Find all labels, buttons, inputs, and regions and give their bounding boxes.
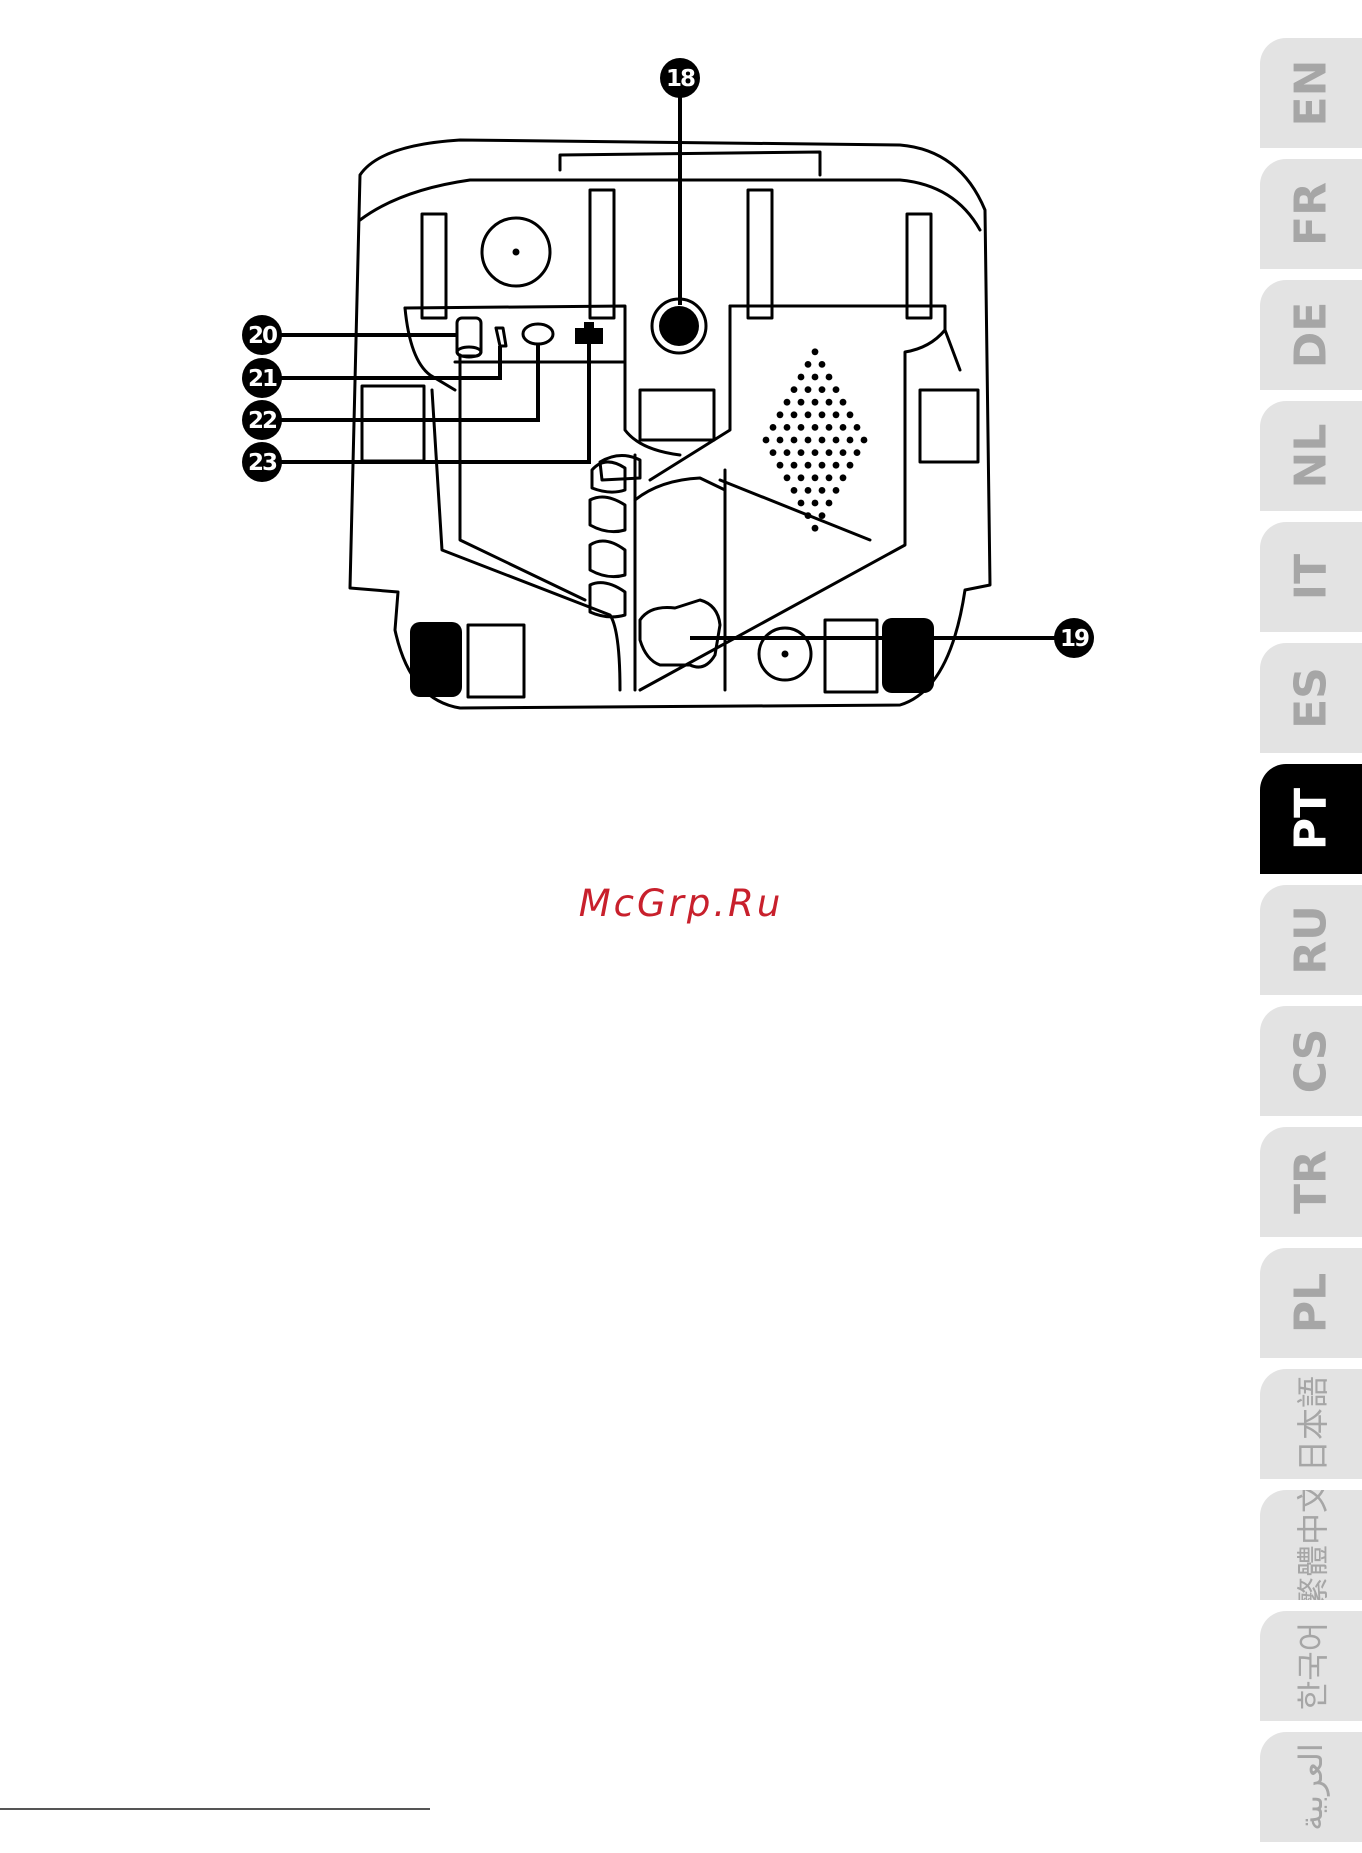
rj-port-icon bbox=[575, 328, 603, 344]
language-tab-label: PL bbox=[1286, 1273, 1337, 1333]
footer-rule bbox=[0, 1808, 430, 1810]
svg-text:22: 22 bbox=[248, 408, 276, 434]
language-tab-14[interactable]: العربية bbox=[1260, 1732, 1362, 1842]
language-tab-0[interactable]: EN bbox=[1260, 38, 1362, 148]
language-tab-label: IT bbox=[1286, 554, 1337, 600]
language-tab-label: PT bbox=[1286, 788, 1337, 850]
language-tab-label: CS bbox=[1286, 1029, 1337, 1094]
language-tab-9[interactable]: TR bbox=[1260, 1127, 1362, 1237]
language-tab-8[interactable]: CS bbox=[1260, 1006, 1362, 1116]
language-tab-label: العربية bbox=[1292, 1743, 1330, 1830]
foot-pad-right bbox=[882, 618, 934, 693]
callout-20: 20 bbox=[242, 315, 282, 355]
callout-22: 22 bbox=[242, 400, 282, 440]
watermark-text: McGrp.Ru bbox=[0, 882, 1362, 925]
svg-text:20: 20 bbox=[248, 323, 277, 349]
language-tab-label: TR bbox=[1286, 1150, 1337, 1214]
language-tab-label: 한국어 bbox=[1288, 1622, 1334, 1710]
callout-23: 23 bbox=[242, 442, 282, 482]
svg-text:19: 19 bbox=[1060, 626, 1089, 652]
language-tab-label: DE bbox=[1286, 302, 1337, 369]
language-tab-1[interactable]: FR bbox=[1260, 159, 1362, 269]
language-tab-label: RU bbox=[1286, 905, 1337, 975]
language-tab-4[interactable]: IT bbox=[1260, 522, 1362, 632]
language-tab-label: 日本語 bbox=[1288, 1376, 1334, 1472]
svg-text:21: 21 bbox=[248, 366, 277, 392]
foot-pad-left bbox=[410, 622, 462, 697]
language-tab-bar: EN FR DE NL IT ES PT RU CS TR PL 日本語繁體中文 한국어 العربية bbox=[1260, 38, 1362, 1853]
language-tab-3[interactable]: NL bbox=[1260, 401, 1362, 511]
language-tab-10[interactable]: PL bbox=[1260, 1248, 1362, 1358]
language-tab-label: 繁體中文 bbox=[1288, 1490, 1334, 1600]
callout-21: 21 bbox=[242, 358, 282, 398]
language-tab-11[interactable]: 日本語 bbox=[1260, 1369, 1362, 1479]
language-tab-label: ES bbox=[1286, 667, 1337, 729]
jack-port bbox=[659, 306, 699, 346]
language-tab-2[interactable]: DE bbox=[1260, 280, 1362, 390]
language-tab-6[interactable]: PT bbox=[1260, 764, 1362, 874]
svg-text:23: 23 bbox=[248, 450, 277, 476]
callout-18: 18 bbox=[660, 58, 700, 98]
callout-19: 19 bbox=[1054, 618, 1094, 658]
language-tab-label: FR bbox=[1286, 182, 1337, 246]
language-tab-7[interactable]: RU bbox=[1260, 885, 1362, 995]
language-tab-label: NL bbox=[1286, 424, 1337, 489]
language-tab-12[interactable]: 繁體中文 bbox=[1260, 1490, 1362, 1600]
language-tab-label: EN bbox=[1286, 60, 1337, 127]
svg-text:18: 18 bbox=[666, 66, 695, 92]
language-tab-13[interactable]: 한국어 bbox=[1260, 1611, 1362, 1721]
language-tab-5[interactable]: ES bbox=[1260, 643, 1362, 753]
device-bottom-diagram: 18 19 20 21 22 23 bbox=[0, 0, 1260, 760]
